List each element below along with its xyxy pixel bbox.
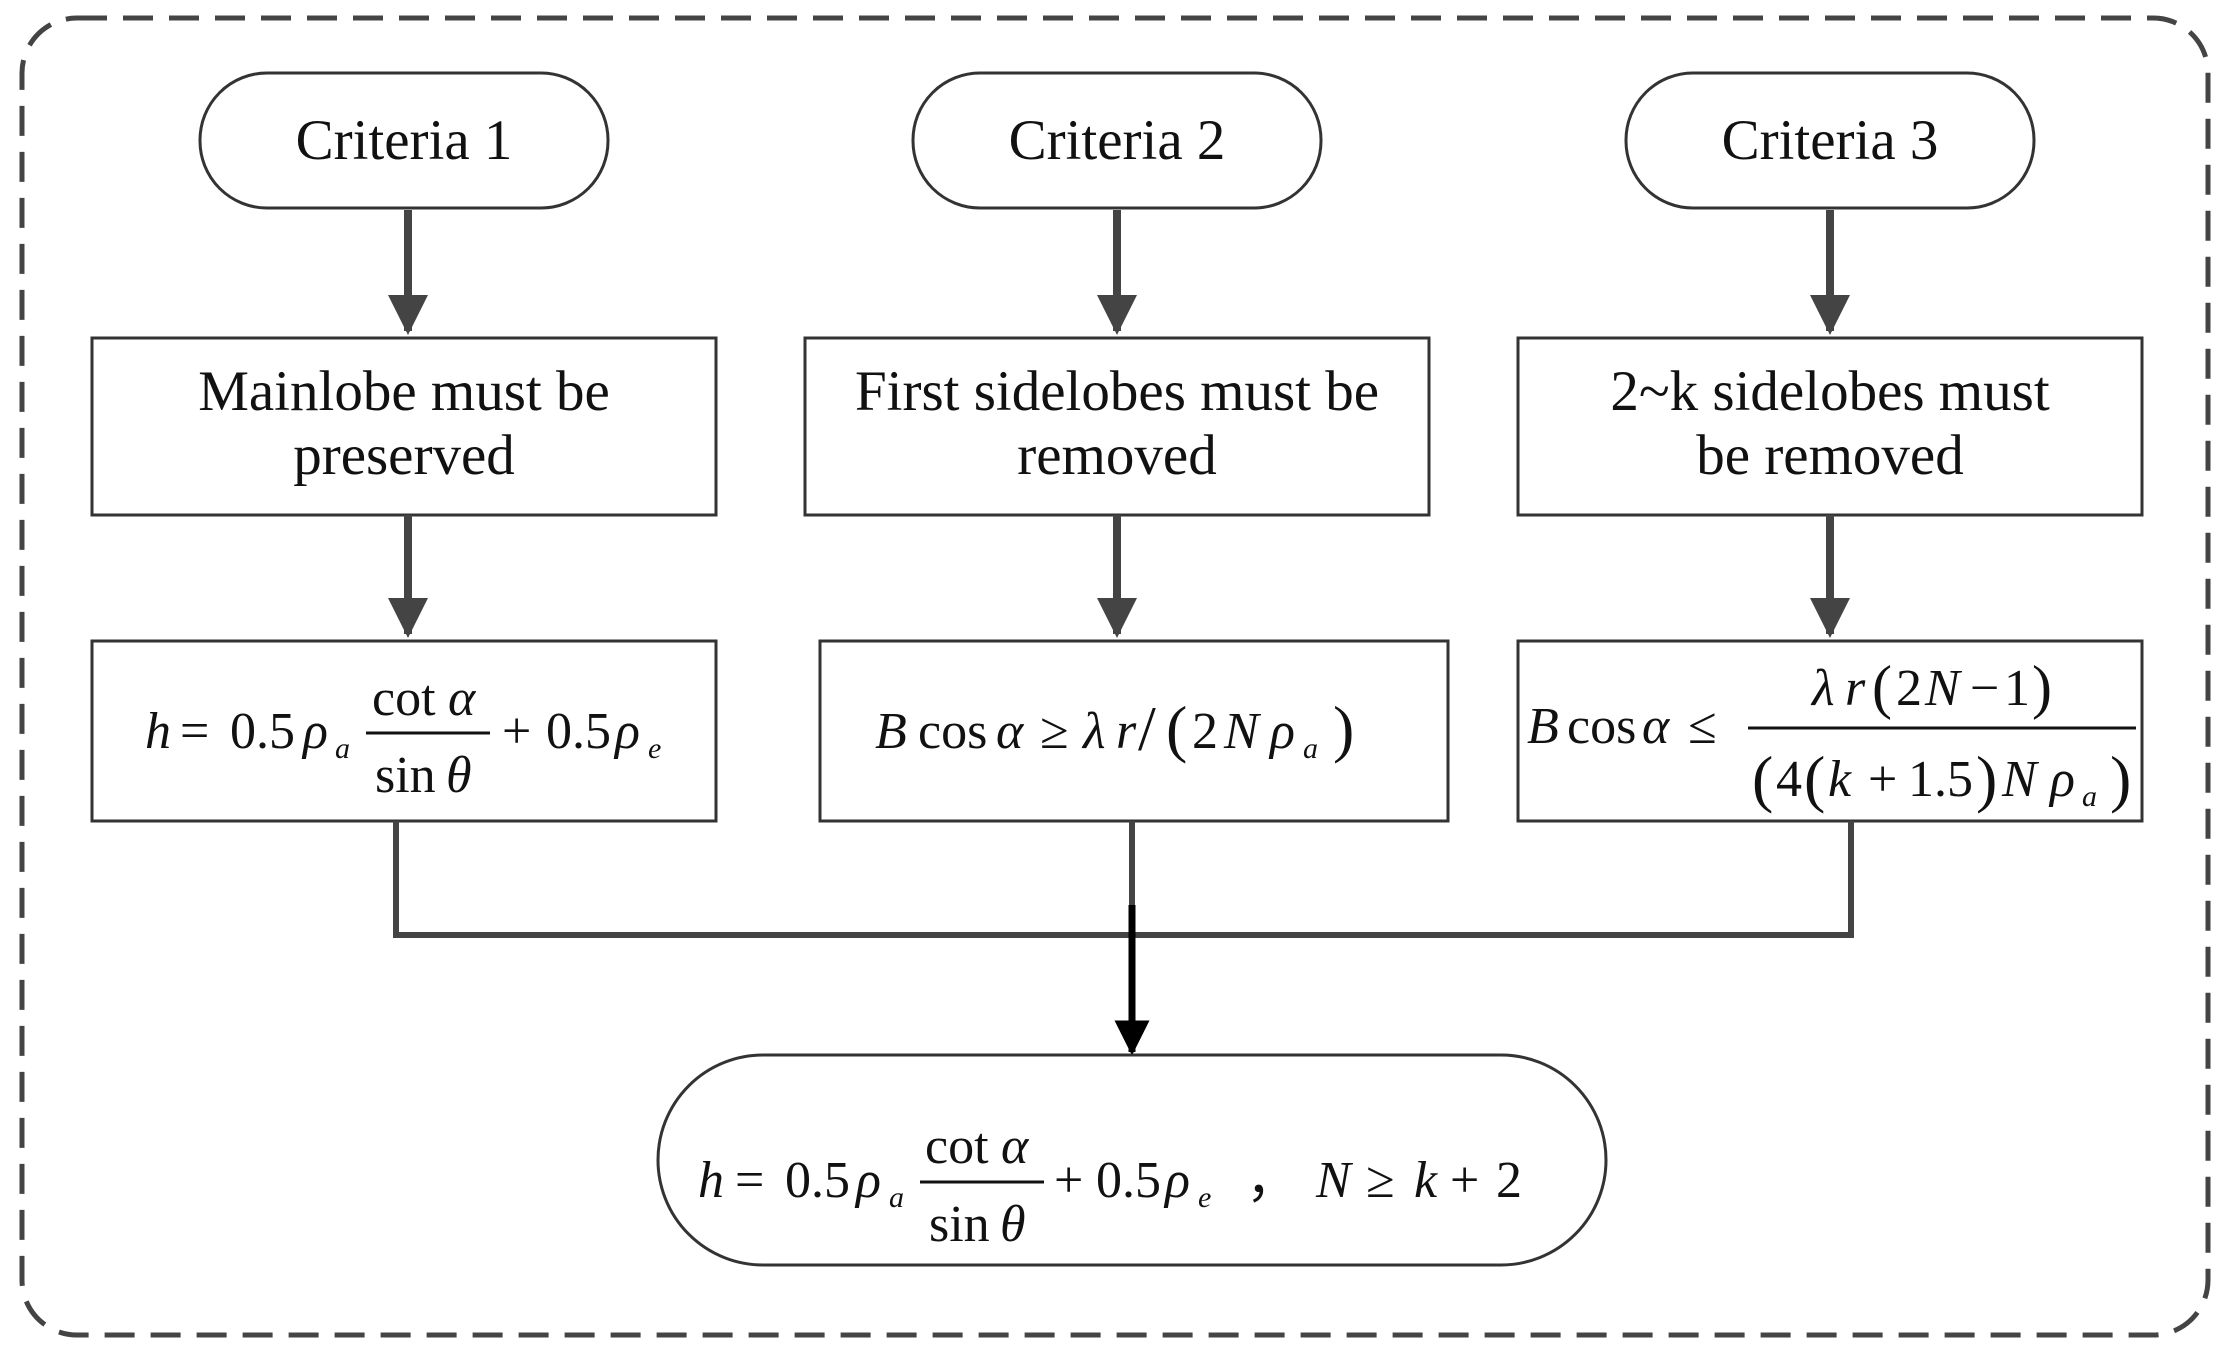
criteria-1-column: Criteria 1 Mainlobe must be preserved h … [90, 71, 718, 823]
formula-3-den-sub-a: a [2082, 780, 2097, 813]
formula-1-den-sin: sin [375, 747, 436, 804]
formula-1-c2: 0.5 [546, 703, 611, 760]
formula-3-den-N: N [2001, 751, 2040, 808]
criteria-3-requirement-line1: 2~k sidelobes must [1610, 360, 2049, 423]
formula-2-r: r [1116, 703, 1137, 760]
formula-3-den-lparen2: ( [1804, 743, 1825, 814]
result-c1: 0.5 [785, 1152, 850, 1209]
criteria-2-column: Criteria 2 First sidelobes must be remov… [803, 71, 1450, 823]
formula-1-lhs: h [145, 703, 171, 760]
result-k: k [1414, 1152, 1438, 1209]
formula-3-leq: ≤ [1688, 698, 1717, 755]
result-rho: ρ [854, 1152, 881, 1209]
formula-1-num-alpha: α [448, 670, 477, 727]
formula-3-num-minus: − [1970, 660, 1999, 717]
formula-1-num-cot: cot [372, 670, 436, 727]
formula-1-sub-e: e [648, 732, 661, 765]
result-terminal-group: h = 0.5 ρ a cot α sin θ + 0.5 ρ e ， N ≥ … [656, 1053, 1608, 1267]
result-sub-e: e [1198, 1181, 1211, 1214]
formula-3-den-plus: + [1868, 751, 1897, 808]
formula-2-box [818, 639, 1450, 823]
formula-1-sub-a: a [335, 732, 350, 765]
formula-2-lambda: λ [1081, 703, 1106, 760]
result-num-alpha: α [1001, 1118, 1030, 1175]
formula-1-rho2: ρ [613, 703, 640, 760]
criteria-1-label: Criteria 1 [296, 109, 513, 172]
result-sub-a: a [889, 1181, 904, 1214]
formula-3-num-lambda: λ [1810, 660, 1835, 717]
formula-2-B: B [875, 703, 907, 760]
merge-line-left [393, 821, 1132, 938]
result-plus2: + [1450, 1152, 1479, 1209]
criteria-2-terminal [911, 71, 1323, 210]
result-c2: 0.5 [1096, 1152, 1161, 1209]
merge-connector [393, 821, 1854, 1056]
criteria-3-requirement-box [1516, 336, 2144, 517]
result-den-sin: sin [929, 1196, 990, 1253]
result-eq: = [735, 1152, 764, 1209]
formula-2-sub-a: a [1303, 732, 1318, 765]
formula-2-cos: cos [918, 703, 987, 760]
criteria-3-label: Criteria 3 [1722, 109, 1939, 172]
formula-3-den-rparen2: ) [1976, 743, 1997, 814]
result-geq: ≥ [1366, 1152, 1395, 1209]
formula-1-c1: 0.5 [230, 703, 295, 760]
formula-2-geq: ≥ [1040, 703, 1069, 760]
formula-3-num-2: 2 [1896, 660, 1922, 717]
result-num-cot: cot [925, 1118, 989, 1175]
formula-2-lparen: ( [1166, 693, 1187, 764]
formula-3-box [1516, 639, 2144, 823]
formula-3-den-rho: ρ [2048, 751, 2075, 808]
criteria-3-column: Criteria 3 2~k sidelobes must be removed… [1516, 71, 2144, 823]
formula-1-rho: ρ [301, 703, 328, 760]
result-formula: h = 0.5 ρ a cot α sin θ + 0.5 ρ e ， N ≥ … [698, 1118, 1522, 1253]
formula-3-cos: cos [1567, 698, 1636, 755]
formula-3-num-lparen: ( [1872, 654, 1892, 720]
outer-dashed-frame [19, 15, 2211, 1338]
formula-3-num-1: 1 [2004, 660, 2030, 717]
criteria-2-requirement-line1: First sidelobes must be [855, 360, 1379, 423]
result-separator: ， [1246, 1152, 1298, 1209]
criteria-3-terminal [1624, 71, 2036, 210]
result-terminal [656, 1053, 1608, 1267]
result-N: N [1315, 1152, 1354, 1209]
result-lhs: h [698, 1152, 724, 1209]
formula-3-den-k: k [1828, 751, 1852, 808]
formula-3: B cos α ≤ λ r ( 2 N − 1 ) ( 4 ( k + 1.5 … [1527, 654, 2136, 814]
formula-3-alpha: α [1642, 698, 1671, 755]
formula-1-den-theta: θ [446, 747, 472, 804]
result-rho2: ρ [1163, 1152, 1190, 1209]
merge-line-right [1132, 821, 1854, 938]
formula-3-num-rparen: ) [2032, 654, 2052, 720]
criteria-3-requirement-line2: be removed [1696, 424, 1963, 487]
formula-3-den-15: 1.5 [1908, 751, 1973, 808]
formula-2-rparen: ) [1333, 693, 1354, 764]
formula-2-N: N [1223, 703, 1262, 760]
formula-2-rho: ρ [1268, 703, 1295, 760]
formula-3-den-rparen: ) [2110, 743, 2131, 814]
formula-2-slash: / [1138, 693, 1156, 764]
formula-1-plus: + [502, 703, 531, 760]
criteria-1-requirement-line1: Mainlobe must be [198, 360, 610, 423]
criteria-1-requirement-line2: preserved [293, 424, 515, 487]
formula-3-num-N: N [1924, 660, 1963, 717]
formula-3-den-4: 4 [1776, 751, 1802, 808]
result-plus: + [1054, 1152, 1083, 1209]
formula-2: B cos α ≥ λ r / ( 2 N ρ a ) [875, 693, 1354, 765]
formula-3-den-lparen: ( [1752, 743, 1773, 814]
formula-1: h = 0.5 ρ a cot α sin θ + 0.5 ρ e [145, 670, 661, 804]
result-two: 2 [1496, 1152, 1522, 1209]
result-den-theta: θ [1000, 1196, 1026, 1253]
formula-3-num-r: r [1845, 660, 1866, 717]
criteria-1-terminal [198, 71, 610, 210]
formula-2-two: 2 [1192, 703, 1218, 760]
criteria-2-label: Criteria 2 [1009, 109, 1226, 172]
formula-2-alpha: α [996, 703, 1025, 760]
criteria-2-requirement-line2: removed [1017, 424, 1216, 487]
criteria-1-requirement-box [90, 336, 718, 517]
formula-1-eq: = [180, 703, 209, 760]
formula-3-B: B [1527, 698, 1559, 755]
formula-1-box [90, 639, 718, 823]
